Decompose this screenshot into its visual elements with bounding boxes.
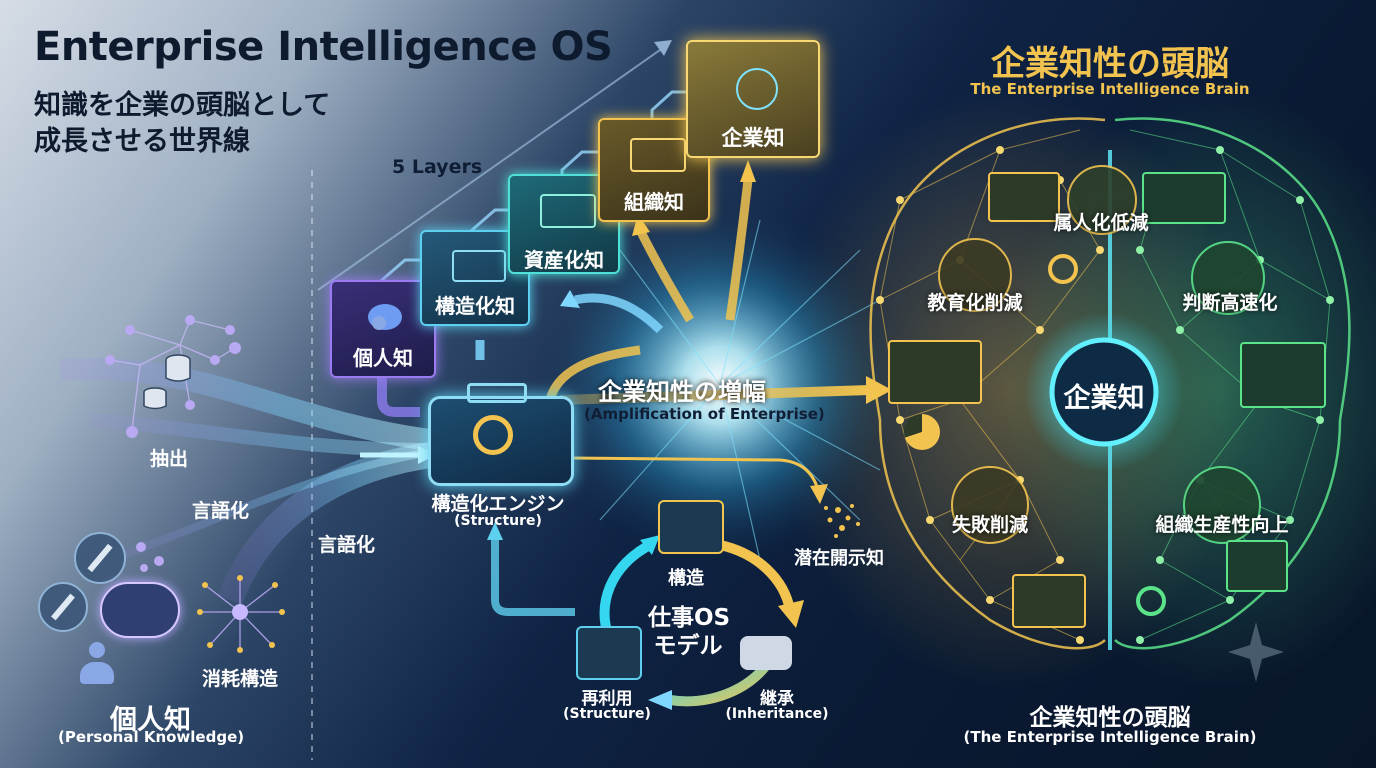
personal-knowledge-subtitle: (Personal Knowledge) xyxy=(58,728,245,746)
layer-card-personal: 個人知 xyxy=(330,280,436,378)
layers-label: 5 Layers xyxy=(392,156,483,178)
brain-center-label: 企業知 xyxy=(1063,383,1145,414)
brain-node-education-reduction: 教育化削減 xyxy=(927,292,1023,314)
layer-label-assetized: 資産化知 xyxy=(524,248,604,272)
cycle-reuse-label: 再利用 xyxy=(581,689,633,709)
cycle-structure-label: 構造 xyxy=(668,568,704,589)
consumption-structure-label: 消耗構造 xyxy=(202,668,279,690)
handshake-icon xyxy=(740,636,792,670)
molecule-icon xyxy=(132,536,172,576)
extract-label: 抽出 xyxy=(150,448,189,470)
cycle-center-line-1: 仕事OS xyxy=(648,605,731,631)
brain-title: 企業知性の頭脳 xyxy=(991,44,1229,84)
org-chart-icon xyxy=(452,250,506,282)
brain-subtitle: The Enterprise Intelligence Brain xyxy=(970,80,1250,98)
layer-card-assetized: 資産化知 xyxy=(508,174,620,274)
structure-diagram-icon xyxy=(658,500,724,554)
layer-card-enterprise: 企業知 xyxy=(686,40,820,158)
thought-cloud-icon xyxy=(100,582,180,638)
amplification-label: 企業知性の増幅 xyxy=(598,378,766,406)
line-chart-panel-icon xyxy=(1142,172,1226,224)
engine-label: 構造化エンジン xyxy=(431,493,565,515)
report-panel-icon xyxy=(1226,540,1288,592)
cycle-inherit-label: 継承 xyxy=(760,689,794,709)
gear-icon-left xyxy=(1048,254,1078,284)
layer-label-personal: 個人知 xyxy=(353,346,413,370)
person-icon xyxy=(372,316,386,330)
layer-label-structured: 構造化知 xyxy=(435,294,515,318)
flowchart-icon xyxy=(540,194,596,228)
bar-chart-panel-icon xyxy=(988,172,1060,222)
pie-chart-icon xyxy=(904,414,940,450)
brain-node-depersonalization: 属人化低減 xyxy=(1053,212,1149,234)
engine-sublabel: (Structure) xyxy=(454,513,542,529)
gear-icon xyxy=(473,415,513,455)
page-subtitle: 知識を企業の頭脳として 成長させる世界線 xyxy=(34,88,330,160)
brain-footer-subtitle: (The Enterprise Intelligence Brain) xyxy=(963,728,1257,746)
layer-label-organizational: 組織知 xyxy=(624,190,684,214)
wrench-icon-2 xyxy=(38,582,88,632)
wrench-icon xyxy=(74,532,126,584)
brain-node-faster-decisions: 判断高速化 xyxy=(1182,292,1278,314)
growth-chart-panel-icon xyxy=(1240,342,1326,408)
stats-panel-icon xyxy=(1012,574,1086,628)
amplification-sublabel: (Amplification of Enterprise) xyxy=(584,405,825,423)
dashboard-panel-icon xyxy=(888,340,982,404)
verbalize-label-1: 言語化 xyxy=(192,500,250,522)
brain-node-failure-reduction: 失敗削減 xyxy=(951,514,1028,536)
cycle-center-line-2: モデル xyxy=(653,633,723,659)
hierarchy-icon xyxy=(630,138,686,172)
person-icon-left xyxy=(80,642,114,686)
structuring-engine-icon xyxy=(428,383,574,486)
brain-node-org-productivity: 組織生産性向上 xyxy=(1155,514,1289,536)
subtitle-line-2: 成長させる世界線 xyxy=(34,126,250,157)
gear-icon-right xyxy=(1136,586,1166,616)
page-title: Enterprise Intelligence OS xyxy=(34,24,613,70)
subtitle-line-1: 知識を企業の頭脳として xyxy=(34,90,331,121)
layer-label-enterprise: 企業知 xyxy=(721,126,785,150)
globe-icon xyxy=(736,68,778,110)
personal-knowledge-title: 個人知 xyxy=(110,705,191,736)
reuse-diagram-icon xyxy=(576,626,642,680)
brain-footer-title: 企業知性の頭脳 xyxy=(1029,705,1191,731)
cycle-reuse-sublabel: (Structure) xyxy=(563,706,651,722)
cycle-inherit-sublabel: (Inheritance) xyxy=(725,706,829,722)
verbalize-label-2: 言語化 xyxy=(318,534,376,556)
latent-knowledge-label: 潜在開示知 xyxy=(794,548,884,569)
